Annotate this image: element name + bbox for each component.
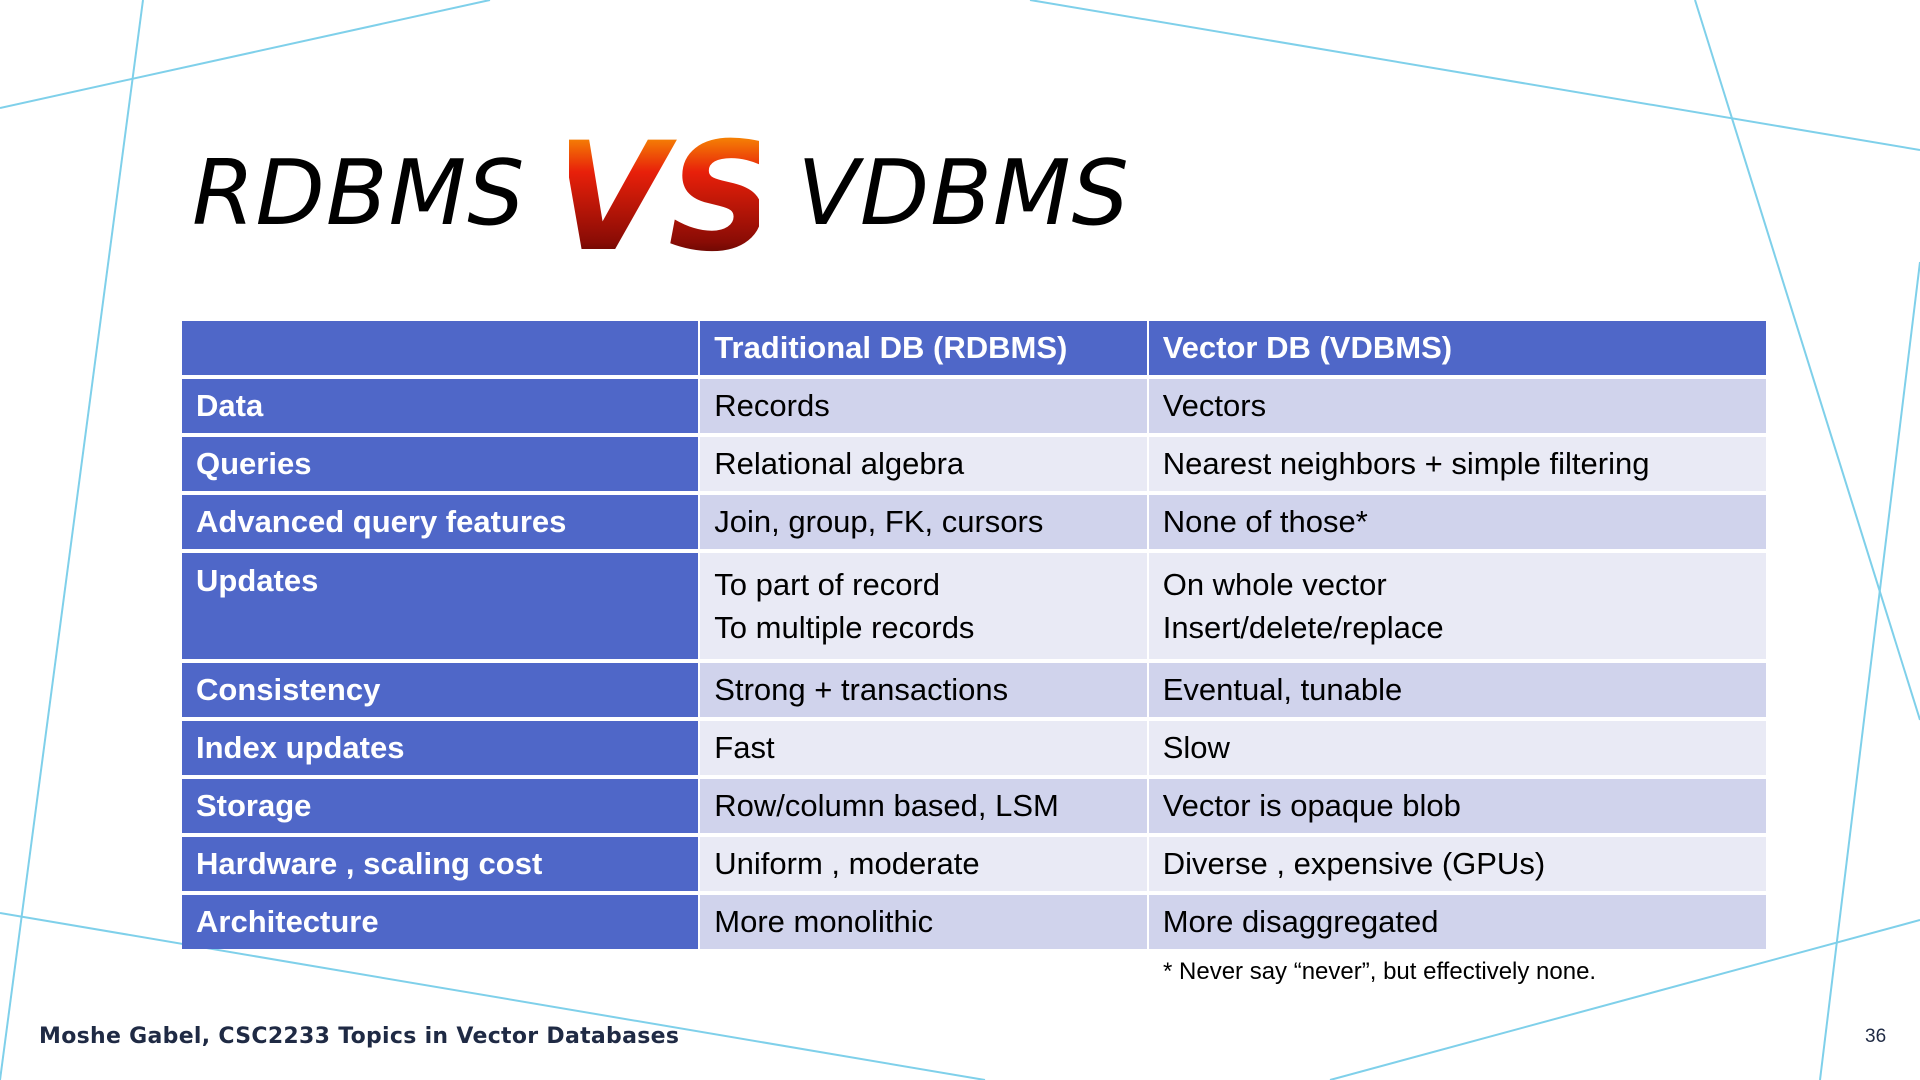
table-row: Index updates Fast Slow xyxy=(182,721,1766,775)
table-row: Data Records Vectors xyxy=(182,379,1766,433)
row-label-consistency: Consistency xyxy=(182,663,699,717)
cell-vdbms: Vectors xyxy=(1148,379,1766,433)
cell-line: To multiple records xyxy=(714,610,975,645)
title-vdbms: VDBMS xyxy=(797,140,1130,246)
table-row: Updates To part of record To multiple re… xyxy=(182,553,1766,659)
table-row: Advanced query features Join, group, FK,… xyxy=(182,495,1766,549)
cell-line: To part of record xyxy=(714,567,940,602)
row-label-hardware-scaling-cost: Hardware , scaling cost xyxy=(182,837,699,891)
cell-rdbms: Relational algebra xyxy=(700,437,1147,491)
cell-vdbms: On whole vector Insert/delete/replace xyxy=(1148,553,1766,659)
cell-rdbms: Records xyxy=(700,379,1147,433)
cell-rdbms: More monolithic xyxy=(700,895,1147,949)
header-rdbms: Traditional DB (RDBMS) xyxy=(700,321,1147,375)
vs-text: VS xyxy=(569,117,759,277)
cell-rdbms: Row/column based, LSM xyxy=(700,779,1147,833)
vs-logo-icon: VS xyxy=(569,117,759,277)
cell-rdbms: Join, group, FK, cursors xyxy=(700,495,1147,549)
row-label-advanced-query-features: Advanced query features xyxy=(182,495,699,549)
cell-vdbms: Vector is opaque blob xyxy=(1148,779,1766,833)
table-header-row: Traditional DB (RDBMS) Vector DB (VDBMS) xyxy=(182,321,1766,375)
cell-line: Insert/delete/replace xyxy=(1162,610,1444,645)
row-label-updates: Updates xyxy=(182,553,699,659)
table-row: Architecture More monolithic More disagg… xyxy=(182,895,1766,949)
cell-vdbms: Eventual, tunable xyxy=(1148,663,1766,717)
header-empty xyxy=(182,321,699,375)
table-row: Consistency Strong + transactions Eventu… xyxy=(182,663,1766,717)
title-rdbms: RDBMS xyxy=(192,140,526,246)
slide-title: RDBMS VS VDBMS xyxy=(192,117,1130,277)
table-row: Hardware , scaling cost Uniform , modera… xyxy=(182,837,1766,891)
comparison-table: Traditional DB (RDBMS) Vector DB (VDBMS)… xyxy=(180,317,1768,953)
slide-footer: Moshe Gabel, CSC2233 Topics in Vector Da… xyxy=(39,1024,680,1049)
cell-rdbms: To part of record To multiple records xyxy=(700,553,1147,659)
cell-vdbms: Diverse , expensive (GPUs) xyxy=(1148,837,1766,891)
cell-rdbms: Strong + transactions xyxy=(700,663,1147,717)
row-label-index-updates: Index updates xyxy=(182,721,699,775)
cell-vdbms: Nearest neighbors + simple filtering xyxy=(1148,437,1766,491)
table-row: Queries Relational algebra Nearest neigh… xyxy=(182,437,1766,491)
cell-vdbms: Slow xyxy=(1148,721,1766,775)
table-row: Storage Row/column based, LSM Vector is … xyxy=(182,779,1766,833)
cell-line: On whole vector xyxy=(1162,567,1387,602)
cell-rdbms: Uniform , moderate xyxy=(700,837,1147,891)
header-vdbms: Vector DB (VDBMS) xyxy=(1148,321,1766,375)
row-label-queries: Queries xyxy=(182,437,699,491)
row-label-storage: Storage xyxy=(182,779,699,833)
cell-vdbms: More disaggregated xyxy=(1148,895,1766,949)
cell-vdbms: None of those* xyxy=(1148,495,1766,549)
row-label-data: Data xyxy=(182,379,699,433)
page-number: 36 xyxy=(1865,1026,1887,1047)
row-label-architecture: Architecture xyxy=(182,895,699,949)
cell-rdbms: Fast xyxy=(700,721,1147,775)
footnote: * Never say “never”, but effectively non… xyxy=(1163,958,1597,985)
